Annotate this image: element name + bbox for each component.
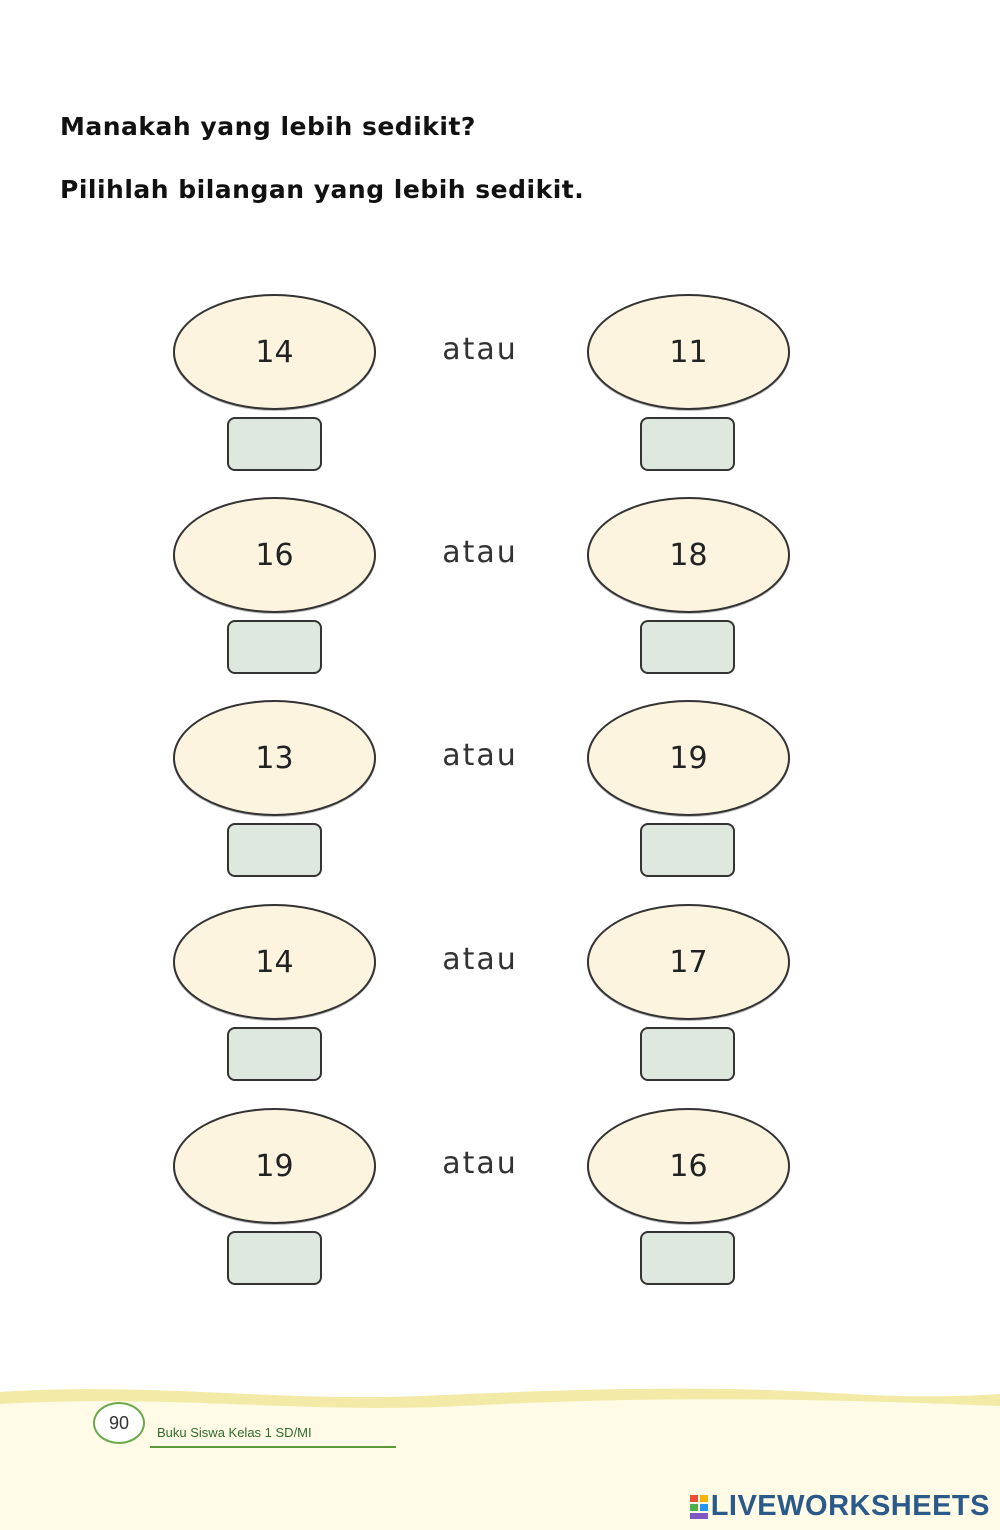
question-title: Manakah yang lebih sedikit? (60, 112, 476, 141)
left-answer-checkbox[interactable] (227, 823, 322, 877)
brand-text: LIVEWORKSHEETS (710, 1490, 990, 1522)
connector-word: atau (442, 332, 518, 367)
comparison-row: 16 atau 18 (0, 497, 1000, 687)
left-answer-checkbox[interactable] (227, 1027, 322, 1081)
left-number-oval: 13 (173, 700, 376, 816)
connector-word: atau (442, 535, 518, 570)
right-number-oval: 16 (587, 1108, 790, 1224)
left-answer-checkbox[interactable] (227, 417, 322, 471)
left-number-oval: 16 (173, 497, 376, 613)
left-number-oval: 19 (173, 1108, 376, 1224)
comparison-row: 14 atau 11 (0, 294, 1000, 484)
right-number-oval: 11 (587, 294, 790, 410)
question-instruction: Pilihlah bilangan yang lebih sedikit. (60, 175, 585, 204)
left-answer-checkbox[interactable] (227, 620, 322, 674)
connector-word: atau (442, 1146, 518, 1181)
right-answer-checkbox[interactable] (640, 620, 735, 674)
connector-word: atau (442, 942, 518, 977)
comparison-row: 19 atau 16 (0, 1108, 1000, 1298)
left-answer-checkbox[interactable] (227, 1231, 322, 1285)
page-number-badge: 90 (93, 1402, 145, 1444)
comparison-row: 13 atau 19 (0, 700, 1000, 890)
right-answer-checkbox[interactable] (640, 1027, 735, 1081)
book-title: Buku Siswa Kelas 1 SD/MI (157, 1425, 312, 1440)
comparison-row: 14 atau 17 (0, 904, 1000, 1094)
right-number-oval: 17 (587, 904, 790, 1020)
footer-divider (150, 1446, 396, 1448)
right-number-oval: 19 (587, 700, 790, 816)
right-answer-checkbox[interactable] (640, 417, 735, 471)
connector-word: atau (442, 738, 518, 773)
left-number-oval: 14 (173, 294, 376, 410)
right-answer-checkbox[interactable] (640, 1231, 735, 1285)
liveworksheets-logo-icon (689, 1494, 708, 1519)
left-number-oval: 14 (173, 904, 376, 1020)
right-number-oval: 18 (587, 497, 790, 613)
liveworksheets-brand: LIVEWORKSHEETS (689, 1490, 990, 1523)
right-answer-checkbox[interactable] (640, 823, 735, 877)
footer-wave-band (0, 1388, 1000, 1530)
